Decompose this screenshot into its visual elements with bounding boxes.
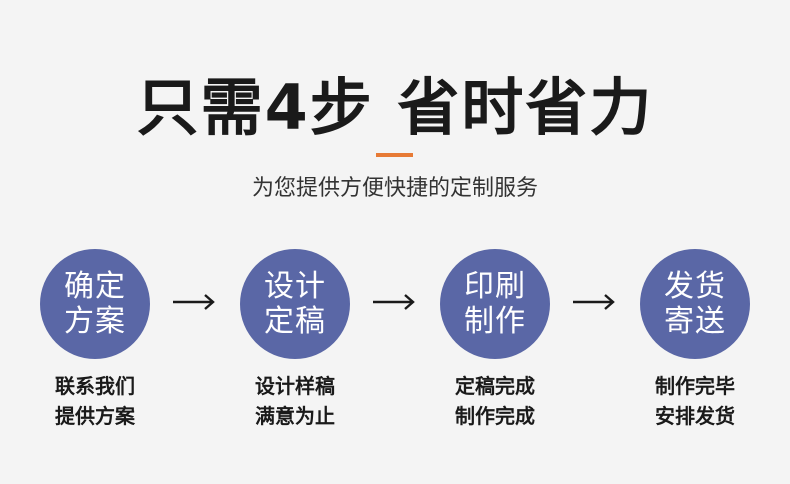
right-arrow-icon bbox=[573, 294, 615, 310]
step-1-title-line1: 确定 bbox=[64, 269, 126, 304]
step-4-circle: 发货 寄送 bbox=[640, 249, 750, 359]
step-2: 设计 定稿 设计样稿 满意为止 bbox=[240, 249, 350, 428]
right-arrow-icon bbox=[373, 294, 415, 310]
step-1: 确定 方案 联系我们 提供方案 bbox=[40, 249, 150, 428]
step-1-desc-line2: 提供方案 bbox=[55, 404, 135, 428]
step-3-title-line2: 制作 bbox=[464, 304, 526, 339]
step-4-title-line2: 寄送 bbox=[664, 304, 726, 339]
page-title: 只需4步 省时省力 bbox=[136, 71, 654, 144]
step-3-desc-line2: 制作完成 bbox=[455, 404, 535, 428]
title-accent-bar bbox=[376, 153, 413, 157]
step-2-circle: 设计 定稿 bbox=[240, 249, 350, 359]
step-3-desc-line1: 定稿完成 bbox=[455, 374, 535, 398]
step-2-title-line2: 定稿 bbox=[264, 304, 326, 339]
step-1-desc-line1: 联系我们 bbox=[55, 374, 135, 398]
right-arrow-icon bbox=[173, 294, 215, 310]
step-4-desc-line2: 安排发货 bbox=[655, 404, 735, 428]
step-4-title-line1: 发货 bbox=[664, 269, 726, 304]
step-1-title-line2: 方案 bbox=[64, 304, 126, 339]
step-4: 发货 寄送 制作完毕 安排发货 bbox=[640, 249, 750, 428]
step-2-description: 设计样稿 满意为止 bbox=[215, 371, 375, 431]
step-3: 印刷 制作 定稿完成 制作完成 bbox=[440, 249, 550, 428]
step-2-desc-line2: 满意为止 bbox=[255, 404, 335, 428]
step-2-desc-line1: 设计样稿 bbox=[255, 374, 335, 398]
step-4-desc-line1: 制作完毕 bbox=[655, 374, 735, 398]
step-3-circle: 印刷 制作 bbox=[440, 249, 550, 359]
step-3-description: 定稿完成 制作完成 bbox=[415, 371, 575, 431]
step-4-description: 制作完毕 安排发货 bbox=[615, 371, 775, 431]
step-1-circle: 确定 方案 bbox=[40, 249, 150, 359]
page-subtitle: 为您提供方便快捷的定制服务 bbox=[251, 176, 538, 201]
step-2-title-line1: 设计 bbox=[264, 269, 326, 304]
step-3-title-line1: 印刷 bbox=[464, 269, 526, 304]
step-1-description: 联系我们 提供方案 bbox=[15, 371, 175, 431]
